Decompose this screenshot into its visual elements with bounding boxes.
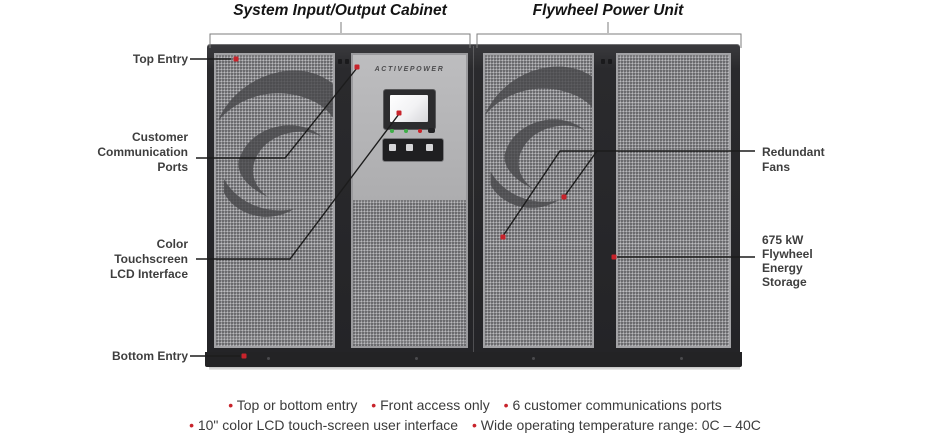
- spec-item: Front access only: [371, 397, 490, 413]
- spec-item: 10" color LCD touch-screen user interfac…: [189, 417, 458, 433]
- plinth-screw: [415, 357, 418, 360]
- spec-line-1: Top or bottom entry Front access only 6 …: [0, 397, 950, 413]
- io-cabinet-header: System Input/Output Cabinet: [233, 2, 447, 19]
- spec-item: Top or bottom entry: [228, 397, 357, 413]
- door-hinge: [338, 59, 342, 64]
- spec-item: Wide operating temperature range: 0C – 4…: [472, 417, 761, 433]
- activepower-swirl-logo: [485, 66, 592, 208]
- callout-bottom-entry: Bottom Entry: [112, 349, 188, 363]
- status-led-red: [418, 129, 422, 133]
- status-led-green: [404, 129, 408, 133]
- plinth-screw: [680, 357, 683, 360]
- door-hinge: [345, 59, 349, 64]
- lcd-touchscreen[interactable]: [390, 95, 428, 122]
- callout-customer-communication-ports: Customer Communication Ports: [97, 130, 188, 174]
- cabinet-plinth: [205, 352, 742, 367]
- floor-shadow: [209, 367, 740, 370]
- door-flywheel-right: [616, 53, 731, 348]
- plinth-screw: [532, 357, 535, 360]
- door-hinge: [601, 59, 605, 64]
- door-io-left: [214, 53, 335, 348]
- spec-item: 6 customer communications ports: [504, 397, 722, 413]
- control-button[interactable]: [406, 144, 413, 151]
- flywheel-unit-header: Flywheel Power Unit: [532, 2, 684, 19]
- callout-lcd-interface: Color Touchscreen LCD Interface: [109, 237, 188, 281]
- activepower-swirl-logo: [218, 70, 333, 217]
- status-led-green: [390, 129, 394, 133]
- callout-redundant-fans: Redundant Fans: [762, 145, 825, 174]
- door-hinge: [608, 59, 612, 64]
- callout-flywheel-storage: 675 kW Flywheel Energy Storage: [762, 233, 813, 289]
- panel-lower-vent: [353, 200, 466, 346]
- cabinet-seam: [473, 46, 474, 353]
- plinth-screw: [267, 357, 270, 360]
- alarm-icon: [428, 128, 435, 133]
- control-button[interactable]: [426, 144, 433, 151]
- door-flywheel-left: [483, 53, 594, 348]
- control-button[interactable]: [389, 144, 396, 151]
- activepower-logo-text: ActivePower: [374, 66, 445, 73]
- spec-line-2: 10" color LCD touch-screen user interfac…: [0, 417, 950, 433]
- callout-top-entry: Top Entry: [132, 52, 188, 66]
